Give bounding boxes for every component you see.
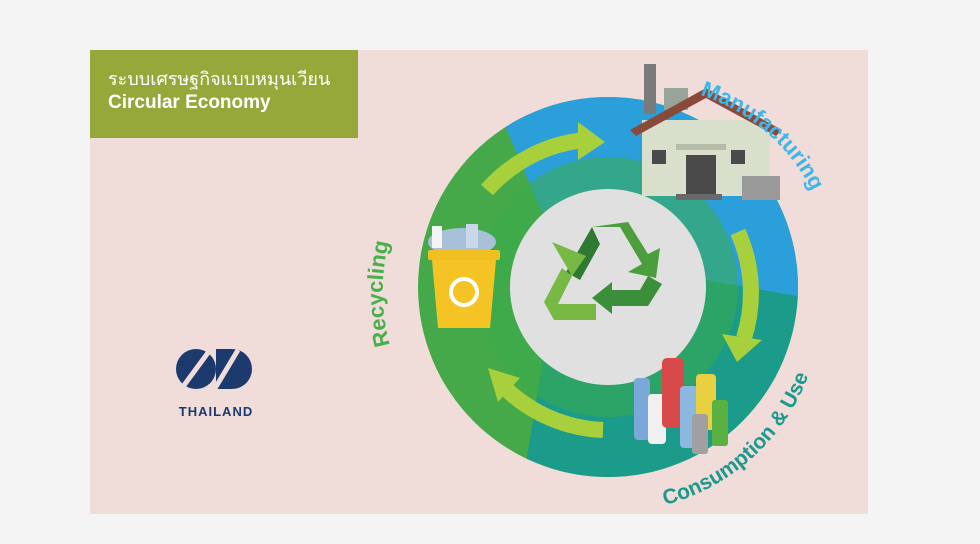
recycle-bin-icon (428, 224, 500, 328)
title-english: Circular Economy (108, 92, 271, 113)
arrow-head-3 (488, 368, 520, 402)
recycle-symbol-icon (544, 222, 662, 320)
arrow-to-consumption (730, 228, 759, 341)
arrow-to-recycling (499, 382, 604, 438)
arrow-head-2 (722, 334, 762, 362)
sd-logo-icon (176, 348, 252, 392)
stage-recycling-label: Recycling (363, 238, 395, 350)
bottles-icon (634, 358, 728, 454)
flow-arrows (481, 122, 762, 438)
title-box (90, 50, 358, 138)
logo-thailand-text: THAILAND (178, 404, 254, 419)
factory-icon (630, 64, 782, 200)
arrow-to-manufacturing (481, 132, 586, 196)
title-thai: ระบบเศรษฐกิจแบบหมุนเวียน (108, 69, 331, 90)
arrow-head-1 (578, 122, 605, 160)
